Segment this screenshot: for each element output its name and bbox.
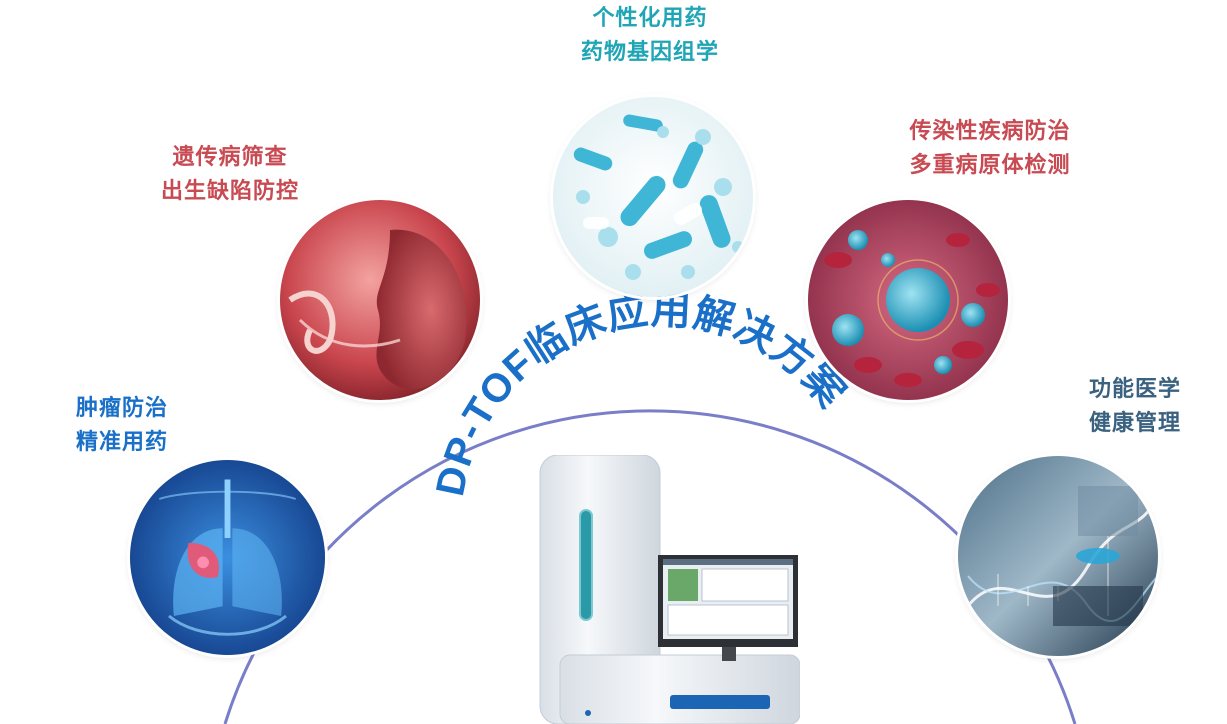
topic-line2: 精准用药 [75,430,168,455]
topic-line2: 药物基因组学 [580,40,719,65]
topic-line1: 遗传病筛查 [172,145,288,170]
topic-line2: 健康管理 [1088,411,1181,436]
dp-tof-instrument [539,455,800,724]
pathogen-icon [808,200,1008,400]
topic-line1: 传染性疾病防治 [909,119,1071,144]
topic-line1: 肿瘤防治 [75,396,168,421]
topic-label-pharmacogenomics: 个性化用药 药物基因组学 [540,2,760,70]
topic-label-genetic: 遗传病筛查 出生缺陷防控 [130,141,330,209]
topic-line1: 功能医学 [1088,377,1181,402]
topic-label-functional: 功能医学 健康管理 [1065,373,1205,441]
dna-icon [958,456,1158,656]
topic-line2: 多重病原体检测 [909,153,1071,178]
topic-label-tumor: 肿瘤防治 精准用药 [52,392,192,460]
fetus-icon [280,200,480,400]
topic-line2: 出生缺陷防控 [160,179,299,204]
topic-line1: 个性化用药 [592,6,708,31]
lung-icon [130,460,325,655]
topic-label-infection: 传染性疾病防治 多重病原体检测 [880,115,1100,183]
capsules-icon [553,97,753,297]
